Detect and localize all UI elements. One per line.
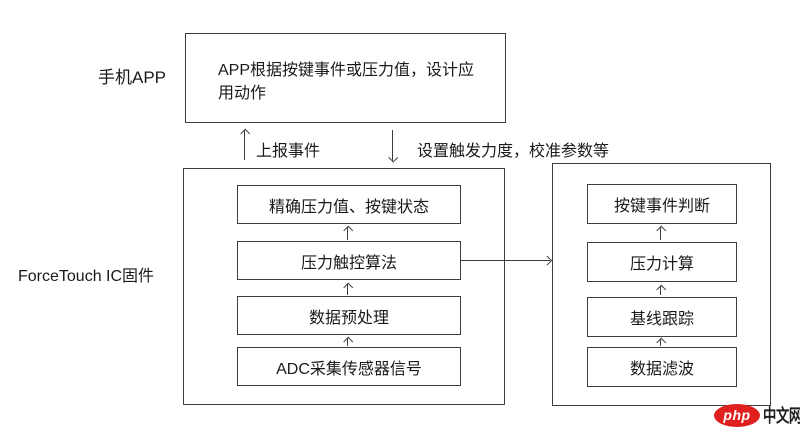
box-force-touch-algorithm: 压力触控算法 xyxy=(237,241,461,280)
box-baseline-tracking: 基线跟踪 xyxy=(587,297,737,337)
flow-arrow-up-icon xyxy=(344,337,353,346)
phone-app-label: 手机APP xyxy=(98,68,167,87)
flow-arrow-up-icon xyxy=(657,285,666,295)
algorithm-detail-arrow-right-icon xyxy=(461,256,551,265)
flow-arrow-up-icon xyxy=(657,226,666,240)
watermark-site-text: 中文网 xyxy=(763,406,800,426)
box-pressure-calculation: 压力计算 xyxy=(587,242,737,282)
php-cn-watermark-logo: php 中文网 xyxy=(714,402,800,428)
flow-arrow-up-icon xyxy=(344,283,353,295)
set-config-arrow-down-icon xyxy=(389,129,398,161)
firmware-label: ForceTouch IC固件 xyxy=(18,268,155,285)
box-precise-pressure-state: 精确压力值、按键状态 xyxy=(237,185,461,224)
box-data-preprocess: 数据预处理 xyxy=(237,296,461,335)
box-adc-sensor-capture: ADC采集传感器信号 xyxy=(237,347,461,386)
box-key-event-judgement: 按键事件判断 xyxy=(587,184,737,224)
report-event-arrow-up-icon xyxy=(241,129,250,160)
php-badge-icon: php xyxy=(714,403,760,427)
app-action-box-text: APP根据按键事件或压力值，设计应用动作 xyxy=(218,62,475,102)
set-config-label: 设置触发力度，校准参数等 xyxy=(417,143,610,160)
flow-arrow-up-icon xyxy=(344,226,353,240)
report-event-label: 上报事件 xyxy=(256,143,321,160)
flow-arrow-up-icon xyxy=(657,338,666,346)
app-action-box: APP根据按键事件或压力值，设计应用动作 xyxy=(185,33,506,123)
box-data-filtering: 数据滤波 xyxy=(587,347,737,387)
